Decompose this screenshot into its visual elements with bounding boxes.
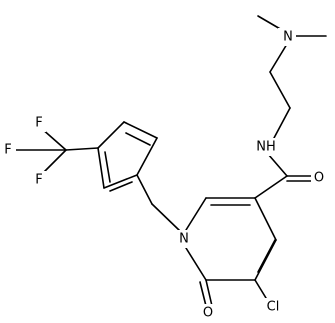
atom-label-n-ring: N	[179, 232, 189, 247]
atom-label-nh-amide: NH	[256, 140, 276, 155]
bond-c5-c4-double	[257, 239, 276, 273]
bond-ph-4	[97, 147, 105, 189]
bond-ph-5-double	[109, 181, 133, 192]
bond-ph-2-double	[125, 132, 151, 146]
bond-carbonyl-ring	[254, 175, 288, 199]
bond-ch2-nh	[273, 107, 291, 139]
bond-c6-o-2	[199, 281, 207, 307]
bond-ch2-ch2	[269, 71, 291, 109]
atom-label-cl: Cl	[267, 300, 280, 315]
atom-label-f-bottom: F	[35, 173, 42, 188]
bond-n1-ch2	[151, 203, 181, 232]
bond-ph-5	[103, 174, 138, 189]
bond-c5-cl	[254, 279, 267, 299]
atom-label-f-left: F	[4, 143, 11, 158]
atom-label-n-dimethyl: N	[283, 30, 293, 45]
bond-ph-4-double	[104, 151, 111, 183]
atom-label-f-top: F	[35, 116, 42, 131]
bond-ph-3	[97, 121, 125, 149]
bond-c2-n1	[185, 197, 207, 231]
bond-n-ch2	[269, 43, 288, 73]
bond-ph-cf3	[65, 147, 99, 151]
bond-ph-1	[136, 137, 158, 176]
bond-nh-carbonyl	[267, 153, 288, 177]
bond-ph-2	[123, 121, 158, 139]
bonds	[13, 15, 327, 307]
bond-methyl-1	[257, 15, 283, 31]
atom-label-o-ring: O	[203, 306, 213, 321]
bond-n1-c6	[185, 247, 207, 281]
bond-c6-o-1	[205, 279, 213, 307]
atom-label-o-carbonyl: O	[314, 171, 324, 186]
bond-c-f-bottom	[41, 149, 67, 175]
bond-ch2-phenyl	[136, 174, 153, 205]
atom-labels: N NH O N O Cl F F F	[2, 28, 327, 322]
bond-c5-c4	[254, 239, 277, 281]
bond-c4-c3	[254, 197, 277, 241]
